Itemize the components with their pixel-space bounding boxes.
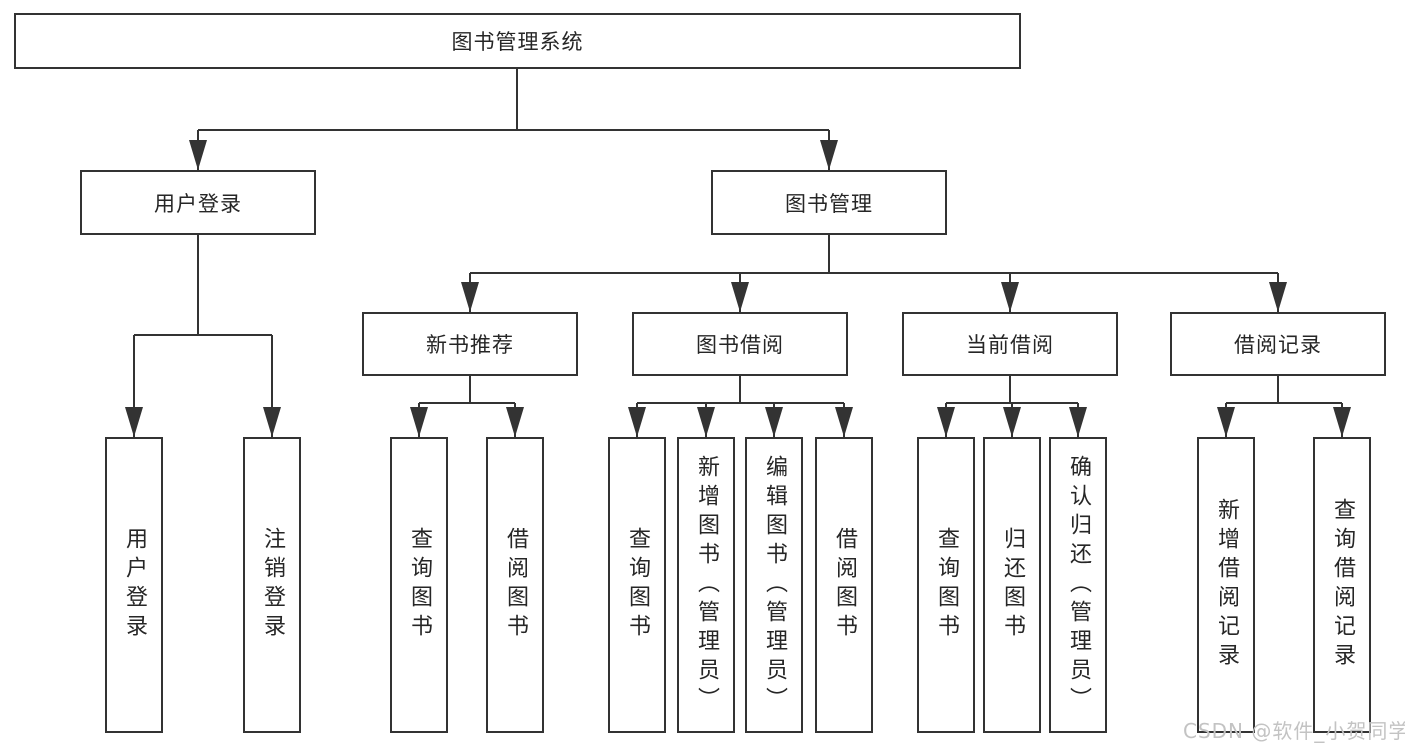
leaf-borrow-books-borrowing: 借阅图书 [815,437,873,733]
node-user-login: 用户登录 [80,170,316,235]
leaf-return-books: 归还图书 [983,437,1041,733]
node-borrowing-records: 借阅记录 [1170,312,1386,376]
leaf-logout: 注销登录 [243,437,301,733]
node-new-book-recommendation: 新书推荐 [362,312,578,376]
leaf-confirm-return-admin: 确认归还（管理员） [1049,437,1107,733]
leaf-query-books-recommend: 查询图书 [390,437,448,733]
node-book-borrowing: 图书借阅 [632,312,848,376]
leaf-query-books-current: 查询图书 [917,437,975,733]
node-current-borrowing: 当前借阅 [902,312,1118,376]
leaf-add-borrow-record: 新增借阅记录 [1197,437,1255,733]
root-node-library-system: 图书管理系统 [14,13,1021,69]
leaf-add-books-admin: 新增图书（管理员） [677,437,735,733]
csdn-watermark: CSDN @软件_小贺同学 [1183,719,1405,743]
leaf-query-books-borrowing: 查询图书 [608,437,666,733]
leaf-query-borrow-record: 查询借阅记录 [1313,437,1371,733]
leaf-borrow-books-recommend: 借阅图书 [486,437,544,733]
leaf-user-login: 用户登录 [105,437,163,733]
node-book-management: 图书管理 [711,170,947,235]
leaf-edit-books-admin: 编辑图书（管理员） [745,437,803,733]
